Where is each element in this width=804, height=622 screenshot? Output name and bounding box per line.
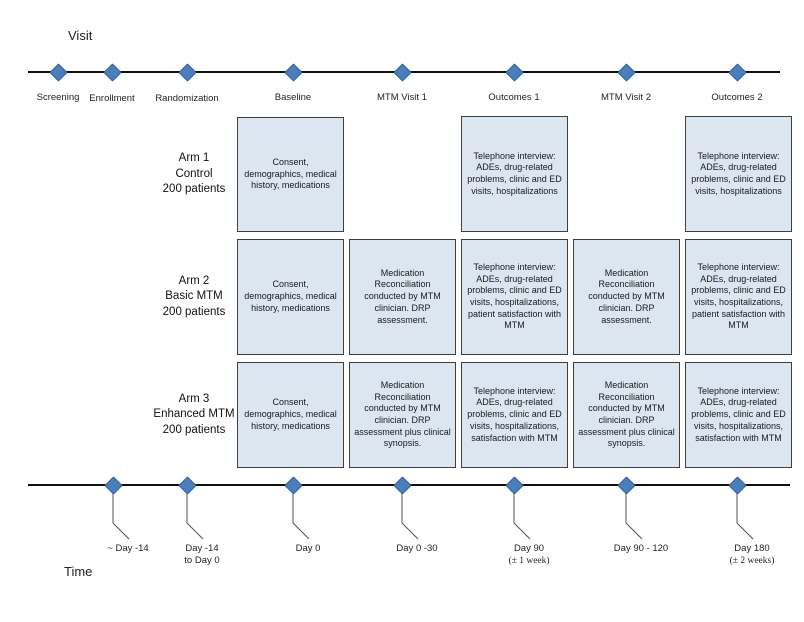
arm-type: Control [175,167,213,180]
leader-line [112,493,130,540]
leader-line [186,493,204,540]
visit-marker-icon [617,63,636,82]
arm3-mtm2-box: Medication Reconciliation conducted by M… [573,362,680,468]
time-marker-icon [505,476,524,495]
arm-size: 200 patients [162,423,226,436]
arm2-mtm2-box: Medication Reconciliation conducted by M… [573,239,680,355]
visit-marker-icon [103,63,122,82]
time-label-day-neg14-to-0: Day -14 to Day 0 [147,543,257,568]
leader-line [292,493,310,540]
time-marker-icon [284,476,303,495]
time-label-main: Day 180 [734,543,770,554]
arm-name: Arm 1 [178,152,210,165]
time-axis-title: Time [64,564,93,579]
time-marker-icon [178,476,197,495]
arm3-mtm1-box: Medication Reconciliation conducted by M… [349,362,456,468]
leader-line [736,493,754,540]
time-label-main: ~ Day -14 [107,543,149,554]
time-marker-icon [104,476,123,495]
time-label-main: Day 0 -30 [396,543,438,554]
leader-line [513,493,531,540]
visit-label-enrollment: Enrollment [89,93,135,104]
visit-marker-icon [505,63,524,82]
visit-label-baseline: Baseline [274,92,312,103]
time-label-main: Day 0 [295,543,321,554]
arm2-baseline-box: Consent, demographics, medical history, … [237,239,344,355]
time-label-main: Day -14 [185,543,219,554]
time-label-sub: to Day 0 [184,555,220,567]
time-label-sub: (± 2 weeks) [729,556,775,567]
time-label-day-90: Day 90 (± 1 week) [474,543,584,568]
visit-label-randomization: Randomization [155,93,219,104]
arm-size: 200 patients [162,305,226,318]
arm2-mtm1-box: Medication Reconciliation conducted by M… [349,239,456,355]
arm-3-label: Arm 3 Enhanced MTM 200 patients [108,362,280,468]
visit-marker-icon [284,63,303,82]
arm2-outcomes2-box: Telephone interview: ADEs, drug-related … [685,239,792,355]
time-marker-icon [728,476,747,495]
arm-type: Basic MTM [165,290,223,303]
arm-name: Arm 3 [178,392,210,405]
arm-size: 200 patients [162,183,226,196]
arm-1-label: Arm 1 Control 200 patients [108,117,280,232]
visit-axis-title: Visit [68,28,93,43]
time-label-main: Day 90 [513,543,545,554]
time-label-day-90-120: Day 90 - 120 [586,543,696,555]
arm1-outcomes2-box: Telephone interview: ADEs, drug-related … [685,116,792,232]
time-label-day-0: Day 0 [253,543,363,555]
leader-line [625,493,643,540]
time-label-day-180: Day 180 (± 2 weeks) [697,543,804,568]
time-label-day-0-30: Day 0 -30 [362,543,472,555]
visit-marker-icon [393,63,412,82]
time-marker-icon [393,476,412,495]
arm1-baseline-box: Consent, demographics, medical history, … [237,117,344,232]
leader-line [401,493,419,540]
arm-2-label: Arm 2 Basic MTM 200 patients [108,239,280,355]
visit-label-outcomes-2: Outcomes 2 [711,92,763,103]
time-label-day-neg14: ~ Day -14 [73,543,183,555]
visit-label-mtm-visit-1: MTM Visit 1 [377,92,427,103]
visit-label-outcomes-1: Outcomes 1 [488,92,540,103]
visit-label-mtm-visit-2: MTM Visit 2 [601,92,651,103]
arm2-outcomes1-box: Telephone interview: ADEs, drug-related … [461,239,568,355]
arm3-outcomes1-box: Telephone interview: ADEs, drug-related … [461,362,568,468]
arm3-baseline-box: Consent, demographics, medical history, … [237,362,344,468]
visit-label-screening: Screening [36,92,80,103]
visit-marker-icon [728,63,747,82]
arm3-outcomes2-box: Telephone interview: ADEs, drug-related … [685,362,792,468]
time-label-main: Day 90 - 120 [613,543,669,554]
arm1-outcomes1-box: Telephone interview: ADEs, drug-related … [461,116,568,232]
time-label-sub: (± 1 week) [508,556,550,567]
time-marker-icon [617,476,636,495]
visit-marker-icon [178,63,197,82]
arm-type: Enhanced MTM [153,408,235,421]
visit-marker-icon [49,63,68,82]
arm-name: Arm 2 [178,274,210,287]
